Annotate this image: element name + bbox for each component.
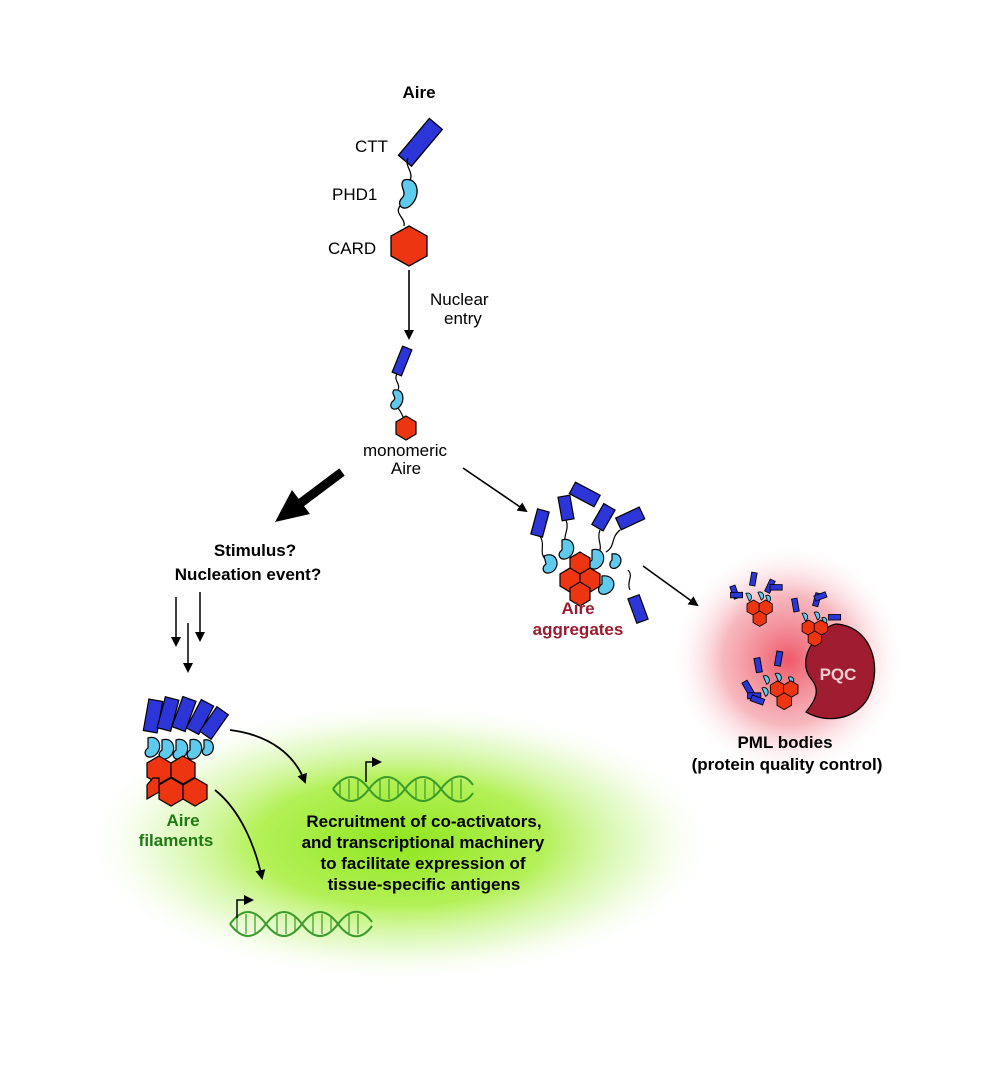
card-label: CARD bbox=[328, 239, 376, 258]
ctt-label: CTT bbox=[355, 137, 388, 156]
aire-aggregate-icon bbox=[530, 481, 649, 625]
stimulus-label: Stimulus? bbox=[214, 541, 296, 560]
recruitment-line-2: and transcriptional machinery bbox=[302, 833, 545, 852]
nuclear-entry-label: Nuclear bbox=[430, 290, 489, 309]
aire-monomer-schematic bbox=[390, 117, 444, 267]
tss-arrow-upper bbox=[365, 757, 382, 782]
pml-bodies-label-2: (protein quality control) bbox=[692, 755, 883, 774]
linker-2 bbox=[397, 205, 405, 227]
recruitment-line-1: Recruitment of co-activators, bbox=[306, 812, 541, 831]
pqc-label: PQC bbox=[820, 665, 857, 684]
curved-arrow-to-upper-dna bbox=[229, 729, 307, 784]
nucleus-green-glow bbox=[80, 700, 720, 984]
phd1-label: PHD1 bbox=[332, 185, 377, 204]
aire-filament-icon bbox=[142, 695, 230, 807]
ctt-domain bbox=[397, 117, 444, 168]
nucleation-label: Nucleation event? bbox=[175, 565, 321, 584]
thick-arrow-head bbox=[275, 490, 310, 522]
linker bbox=[406, 157, 412, 181]
dna-helix-upper bbox=[332, 775, 474, 803]
pml-body-icon bbox=[729, 571, 876, 720]
dna-helix-lower bbox=[229, 910, 373, 938]
monomeric-label-2: Aire bbox=[391, 459, 421, 478]
arrow-to-pml-bodies bbox=[642, 565, 699, 607]
recruitment-line-4: tissue-specific antigens bbox=[328, 875, 521, 894]
tss-arrow-lower bbox=[236, 895, 254, 918]
recruitment-line-3: to facilitate expression of bbox=[321, 854, 526, 873]
card-domain bbox=[390, 225, 428, 267]
monomeric-label: monomeric bbox=[363, 441, 448, 460]
arrow-to-aggregates bbox=[462, 467, 528, 513]
aggregates-label-2: aggregates bbox=[533, 620, 624, 639]
curved-arrow-to-lower-dna bbox=[214, 789, 266, 880]
nuclear-entry-label-2: entry bbox=[444, 309, 482, 328]
pml-body-red-glow bbox=[670, 542, 906, 778]
filaments-label: Aire bbox=[166, 811, 199, 830]
monomeric-aire-icon bbox=[390, 345, 417, 441]
thick-arrow-to-stimulus bbox=[295, 468, 345, 509]
pml-bodies-label: PML bodies bbox=[737, 733, 832, 752]
filaments-label-2: filaments bbox=[139, 831, 214, 850]
aggregates-label: Aire bbox=[561, 599, 594, 618]
phd1-domain bbox=[398, 178, 418, 209]
title-aire: Aire bbox=[402, 83, 435, 102]
